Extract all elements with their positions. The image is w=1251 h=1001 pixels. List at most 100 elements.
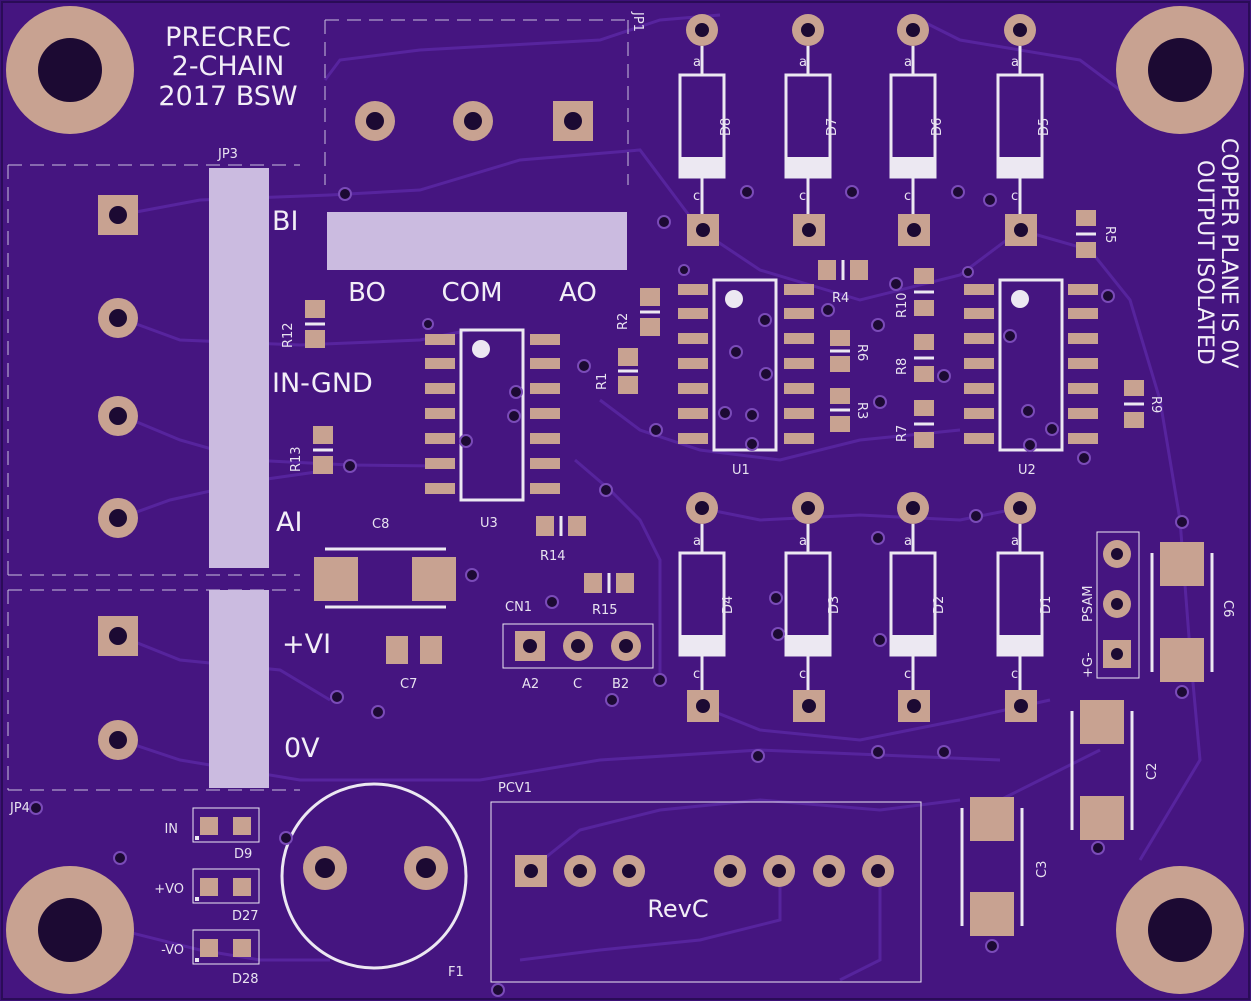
label-0v: 0V xyxy=(284,733,320,764)
svg-text:c: c xyxy=(693,667,700,682)
side-note: COPPER PLANE IS 0V OUTPUT ISOLATED xyxy=(1192,138,1241,368)
label-ao: AO xyxy=(559,278,597,308)
r6: R6 xyxy=(830,330,869,372)
svg-text:R13: R13 xyxy=(289,446,304,472)
svg-text:D4: D4 xyxy=(721,596,736,614)
diode-d5: a c D5 xyxy=(996,14,1052,246)
svg-text:D5: D5 xyxy=(1037,118,1052,136)
svg-text:a: a xyxy=(904,55,912,70)
svg-text:C3: C3 xyxy=(1035,861,1050,878)
svg-text:c: c xyxy=(1011,189,1018,204)
svg-text:2-CHAIN: 2-CHAIN xyxy=(172,51,285,82)
r9: R9 xyxy=(1124,380,1163,428)
r15: R15 xyxy=(584,573,634,618)
svg-text:U2: U2 xyxy=(1018,463,1036,478)
svg-text:D8: D8 xyxy=(719,118,734,136)
svg-text:c: c xyxy=(693,189,700,204)
mounting-hole-tl xyxy=(6,6,134,134)
svg-text:R12: R12 xyxy=(281,322,296,348)
copper-traces xyxy=(119,13,1202,982)
svg-text:D9: D9 xyxy=(234,847,252,862)
svg-text:PRECREC: PRECREC xyxy=(165,22,291,53)
svg-text:U1: U1 xyxy=(732,463,750,478)
fuse-f1: F1 xyxy=(280,782,468,980)
diode-d4: a c D4 xyxy=(678,492,736,722)
mounting-hole-br xyxy=(1116,866,1244,994)
jp1-outline xyxy=(324,19,629,185)
svg-text:RevC: RevC xyxy=(647,895,708,923)
svg-text:C6: C6 xyxy=(1220,600,1235,617)
vias xyxy=(29,185,1189,997)
led-d9: IN D9 xyxy=(164,807,260,862)
svg-text:a: a xyxy=(1011,55,1019,70)
jp3-label: JP3 xyxy=(217,147,238,162)
jp4-pads xyxy=(98,616,138,760)
svg-text:C2: C2 xyxy=(1145,763,1160,780)
svg-text:a: a xyxy=(799,534,807,549)
svg-text:D2: D2 xyxy=(932,596,947,614)
diode-d8: a c D8 xyxy=(678,14,734,246)
jp1-pads xyxy=(355,101,593,141)
svg-text:c: c xyxy=(1011,667,1018,682)
svg-text:c: c xyxy=(799,667,806,682)
svg-text:R2: R2 xyxy=(616,313,631,330)
svg-text:R14: R14 xyxy=(540,549,566,564)
diode-d7: a c D7 xyxy=(784,14,840,246)
r14: R14 xyxy=(536,516,586,564)
svg-text:C8: C8 xyxy=(372,517,389,532)
svg-text:R9: R9 xyxy=(1148,396,1163,413)
label-com: COM xyxy=(441,278,502,308)
svg-text:R7: R7 xyxy=(895,425,910,442)
svg-text:c: c xyxy=(904,667,911,682)
label-plus-vi: +VI xyxy=(282,629,331,660)
svg-text:a: a xyxy=(799,55,807,70)
r3: R3 xyxy=(830,388,869,432)
jp4-silk-bar xyxy=(209,590,269,788)
jp3-outline xyxy=(7,164,300,791)
jp1-label: JP1 xyxy=(630,11,645,32)
diode-d1: a c D1 xyxy=(996,492,1054,722)
svg-text:R4: R4 xyxy=(832,291,849,306)
jp3-pads xyxy=(98,195,138,538)
r8: R8 xyxy=(895,334,934,382)
svg-text:D28: D28 xyxy=(232,972,259,987)
diode-d2: a c D2 xyxy=(889,492,947,722)
svg-text:D27: D27 xyxy=(232,909,259,924)
svg-text:+VO: +VO xyxy=(154,882,184,897)
c8: C8 xyxy=(314,517,456,609)
svg-text:D7: D7 xyxy=(825,118,840,136)
svg-text:a: a xyxy=(693,55,701,70)
svg-text:c: c xyxy=(799,189,806,204)
svg-text:R1: R1 xyxy=(595,373,610,390)
psam-header: PSAM +G- xyxy=(1081,531,1140,679)
svg-text:C: C xyxy=(573,677,582,692)
c3: C3 xyxy=(960,797,1050,936)
diode-d6: a c D6 xyxy=(889,14,945,246)
r10: R10 xyxy=(895,268,934,318)
svg-text:D1: D1 xyxy=(1039,596,1054,614)
u3-chip: U3 xyxy=(425,328,560,531)
r12: R12 xyxy=(281,300,325,348)
svg-text:COPPER PLANE IS 0V: COPPER PLANE IS 0V xyxy=(1216,138,1241,368)
svg-text:R3: R3 xyxy=(854,402,869,419)
svg-text:B2: B2 xyxy=(612,677,629,692)
svg-text:R5: R5 xyxy=(1102,226,1117,243)
svg-text:OUTPUT ISOLATED: OUTPUT ISOLATED xyxy=(1192,160,1217,365)
board-title: PRECREC 2-CHAIN 2017 BSW xyxy=(158,22,297,112)
label-bi: BI xyxy=(272,206,299,237)
u1-chip: U1 xyxy=(678,278,814,478)
led-d27: +VO D27 xyxy=(154,868,260,924)
mounting-hole-bl xyxy=(6,866,134,994)
svg-text:IN: IN xyxy=(164,822,178,837)
svg-text:a: a xyxy=(1011,534,1019,549)
label-bo: BO xyxy=(348,278,386,308)
svg-text:D6: D6 xyxy=(930,118,945,136)
c2: C2 xyxy=(1070,700,1160,840)
svg-text:a: a xyxy=(693,534,701,549)
mounting-hole-tr xyxy=(1116,6,1244,134)
svg-text:C7: C7 xyxy=(400,677,417,692)
jp4-label: JP4 xyxy=(9,801,30,816)
svg-text:a: a xyxy=(904,534,912,549)
svg-text:c: c xyxy=(904,189,911,204)
